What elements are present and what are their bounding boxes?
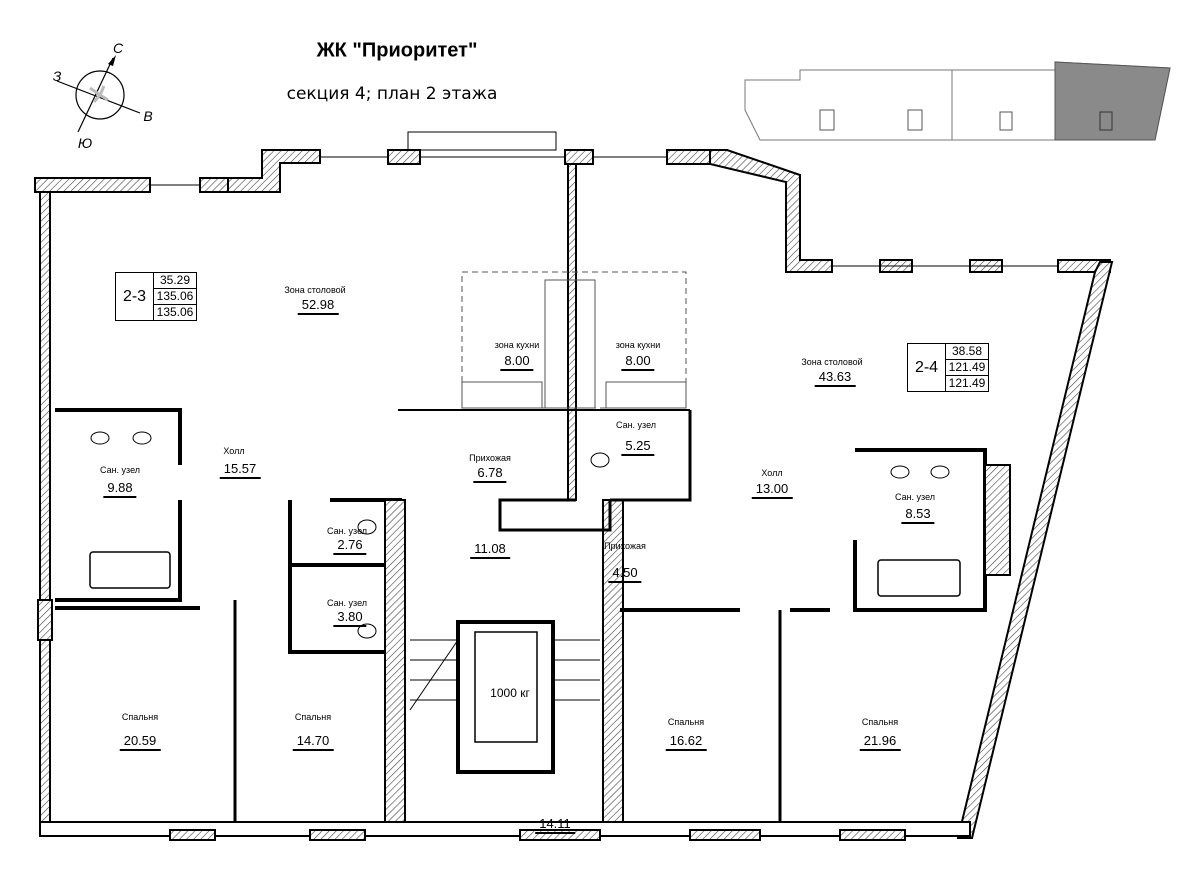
compass-icon [56,55,141,133]
apartment-badge-2-3: 2-3 35.29 135.06 135.06 [115,272,197,321]
room-area: 8.00 [621,353,655,371]
apartment-value: 121.49 [946,360,988,376]
walls [34,131,1114,841]
apartment-value: 135.06 [156,305,194,319]
room-area: 8.00 [500,353,534,371]
apartment-value: 135.06 [154,289,196,305]
apartment-value: 35.29 [154,273,196,289]
room-area: 13.00 [751,481,793,499]
page-title: ЖК "Приоритет" [316,39,478,62]
room-area: 14.11 [535,816,575,834]
apartment-badge-2-4: 2-4 38.58 121.49 121.49 [907,343,989,392]
elevator-capacity: 1000 кг [490,686,530,700]
room-name: Сан. узел [99,465,141,475]
room-area: 20.59 [119,733,161,751]
room-name: Холл [223,446,245,456]
room-area: 21.96 [859,733,901,751]
room-name: Спальня [861,717,899,727]
room-area: 2.76 [333,537,367,555]
apartment-id: 2-4 [908,344,946,391]
room-name: Спальня [121,712,159,722]
room-area: 16.62 [665,733,707,751]
compass-west: З [52,68,62,84]
room-area: 5.25 [621,438,655,456]
site-minimap [744,61,1171,141]
room-name: Спальня [294,712,332,722]
compass-north: С [112,40,124,56]
room-area: 9.88 [103,480,137,498]
room-area: 4.50 [608,565,642,583]
apartment-value: 38.58 [946,344,988,360]
room-name: Сан. узел [326,526,368,536]
page-subtitle: секция 4; план 2 этажа [286,84,498,104]
room-name: Сан. узел [615,420,657,430]
room-name: Прихожая [604,541,646,551]
apartment-value: 121.49 [948,376,986,390]
apartment-id: 2-3 [116,273,154,320]
room-name: зона кухни [615,340,661,350]
room-name: Сан. узел [326,598,368,608]
room-area: 43.63 [814,369,856,387]
room-area: 3.80 [333,609,367,627]
room-name: Зона столовой [284,285,346,295]
compass-east: В [143,108,153,124]
room-name: Зона столовой [801,357,863,367]
room-area: 6.78 [473,465,507,483]
room-area: 14.70 [292,733,334,751]
room-name: Спальня [667,717,705,727]
room-area: 8.53 [901,506,935,524]
room-area: 52.98 [297,297,339,315]
room-name: зона кухни [494,340,540,350]
compass-south: Ю [77,135,93,151]
room-name: Сан. узел [894,492,936,502]
room-name: Холл [761,468,783,478]
room-area: 15.57 [219,461,261,479]
room-name: Прихожая [469,453,511,463]
room-area: 11.08 [470,541,510,559]
